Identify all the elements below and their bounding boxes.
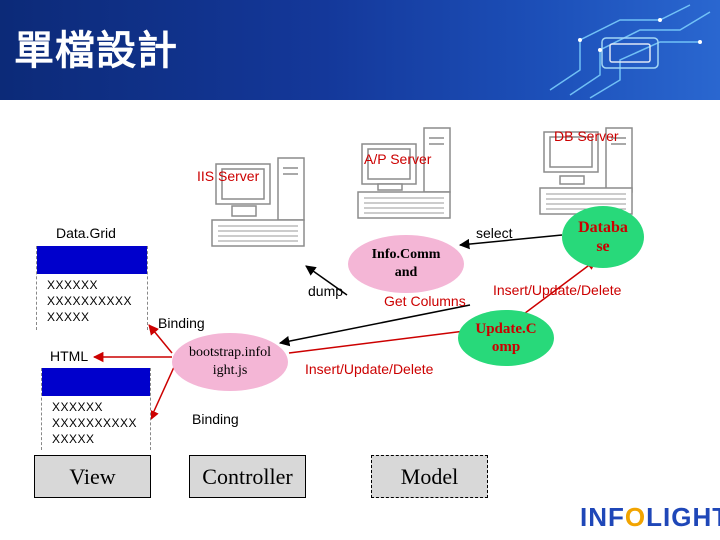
infolight-logo: INFOLIGHT <box>580 502 720 533</box>
logo-text-right: LIGHT <box>646 502 720 532</box>
dump-arrow <box>305 265 348 296</box>
grid-row: XXXXXX <box>52 400 104 414</box>
circuit-decoration-icon <box>549 4 711 99</box>
grid-row: XXXXXXXXXX <box>52 416 138 430</box>
datagrid-preview: XXXXXX XXXXXXXXXX XXXXX <box>36 246 148 330</box>
model-box: Model <box>371 455 488 498</box>
get-columns-label: Get Columns <box>384 293 466 309</box>
ap-server-label: A/P Server <box>364 151 432 167</box>
infocommand-label: Info.Comm and <box>371 247 441 280</box>
model-label: Model <box>400 463 459 489</box>
update-component-label: Update.C omp <box>475 321 537 355</box>
update-component-node: Update.C omp <box>458 310 554 366</box>
grid-row: XXXXX <box>52 432 95 446</box>
html-grid-preview: XXXXXX XXXXXXXXXX XXXXX <box>41 368 151 450</box>
db-server-computer-icon <box>539 127 633 215</box>
datagrid-header-bar <box>37 246 147 274</box>
binding-top-label: Binding <box>158 315 205 331</box>
view-label: View <box>69 463 116 489</box>
infocommand-node: Info.Comm and <box>348 235 464 293</box>
header-banner: 單檔設計 <box>0 0 720 100</box>
binding-bottom-label: Binding <box>192 411 239 427</box>
select-arrow <box>458 234 563 250</box>
controller-box: Controller <box>189 455 306 498</box>
html-grid-header-bar <box>42 368 150 396</box>
view-box: View <box>34 455 151 498</box>
insert-update-delete-mid-arrow <box>288 325 475 354</box>
database-label: Databa se <box>578 219 628 255</box>
logo-text-o: O <box>624 502 647 532</box>
insert-update-delete-right-label: Insert/Update/Delete <box>493 282 622 298</box>
grid-row: XXXXXXXXXX <box>47 294 133 308</box>
html-label: HTML <box>50 348 89 364</box>
controller-label: Controller <box>202 463 293 489</box>
page-title: 單檔設計 <box>14 28 178 74</box>
bootstrap-infolight-node: bootstrap.infol ight.js <box>172 333 288 391</box>
logo-text-left: INF <box>580 502 625 532</box>
bootstrap-infolight-label: bootstrap.infol ight.js <box>188 345 272 378</box>
db-server-label: DB Server <box>554 128 619 144</box>
grid-row: XXXXX <box>47 310 90 324</box>
database-node: Databa se <box>562 206 644 268</box>
binding-bottom-arrow <box>149 366 175 421</box>
ap-server-computer-icon <box>357 127 451 219</box>
iis-server-label: IIS Server <box>197 168 260 184</box>
datagrid-label: Data.Grid <box>56 225 116 241</box>
select-label: select <box>476 225 513 241</box>
insert-update-delete-mid-label: Insert/Update/Delete <box>305 361 434 377</box>
binding-top-arrow <box>148 324 173 354</box>
dump-label: dump <box>308 283 344 299</box>
get-columns-arrow <box>278 304 471 347</box>
grid-row: XXXXXX <box>47 278 99 292</box>
iis-server-computer-icon <box>211 157 305 247</box>
